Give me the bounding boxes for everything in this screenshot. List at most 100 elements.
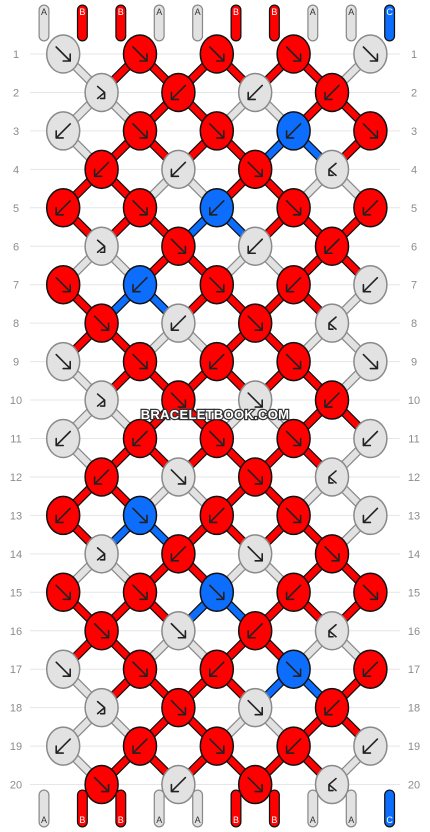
knot-direction-icon — [96, 547, 106, 561]
knot — [161, 764, 196, 805]
strand-label-top: B — [79, 7, 85, 17]
knot — [276, 726, 311, 766]
knot — [161, 226, 196, 266]
knot — [199, 111, 235, 151]
knot-direction-icon — [362, 276, 379, 293]
row-number-right: 10 — [408, 395, 420, 407]
knot-direction-icon — [247, 315, 263, 331]
knot-direction-icon — [324, 238, 340, 255]
row-number-right: 5 — [411, 203, 417, 215]
row-number-right: 17 — [408, 664, 420, 676]
knot — [122, 649, 158, 689]
knot-direction-icon — [55, 276, 71, 293]
knot-direction-icon — [209, 200, 225, 216]
row-number-left: 15 — [10, 587, 22, 599]
knot-direction-icon — [324, 392, 340, 408]
knot-direction-icon — [55, 584, 71, 601]
knot — [45, 726, 81, 766]
knot-ellipse — [314, 457, 350, 497]
knot-direction-icon — [132, 584, 148, 601]
row-number-left: 18 — [10, 703, 22, 715]
knot-direction-icon — [209, 507, 225, 524]
knot — [122, 264, 158, 305]
knot — [237, 687, 273, 728]
knot-direction-icon — [328, 470, 337, 484]
strand-label-bottom: A — [310, 815, 316, 825]
knot-direction-icon — [247, 161, 263, 178]
knot-direction-icon — [55, 200, 71, 216]
knot-direction-icon — [247, 392, 263, 408]
knot — [161, 303, 196, 343]
row-number-right: 4 — [411, 164, 417, 176]
knot-direction-icon — [170, 84, 187, 101]
row-number-right: 6 — [411, 241, 417, 253]
knot-direction-icon — [247, 699, 263, 716]
knot-ellipse — [314, 764, 350, 805]
knot — [314, 457, 350, 497]
knot — [122, 495, 158, 536]
knot-direction-icon — [132, 353, 148, 370]
knot-direction-icon — [362, 46, 379, 62]
knot-direction-icon — [285, 46, 302, 62]
knot — [314, 303, 350, 343]
knot-direction-icon — [209, 430, 225, 447]
knot-direction-icon — [209, 661, 225, 677]
knot — [237, 764, 273, 805]
knot — [237, 534, 273, 574]
knot — [84, 303, 119, 343]
strand-label-top: A — [348, 7, 354, 17]
knot-direction-icon — [170, 546, 187, 562]
knot-direction-icon — [324, 546, 340, 562]
knot — [199, 188, 235, 228]
knot — [45, 418, 81, 459]
knot — [45, 188, 81, 228]
knot-direction-icon — [96, 85, 106, 100]
row-number-left: 10 — [10, 395, 22, 407]
row-number-left: 19 — [10, 741, 22, 753]
row-number-left: 6 — [13, 241, 19, 253]
row-number-left: 17 — [10, 664, 22, 676]
watermark: BRACELETBOOK.COM — [141, 407, 290, 422]
strand-label-top: B — [271, 7, 277, 17]
knot — [84, 611, 119, 651]
knot-direction-icon — [93, 622, 110, 639]
knot — [199, 495, 235, 536]
knot — [237, 226, 273, 266]
knot-direction-icon — [362, 584, 379, 601]
strand-label-top: B — [118, 7, 124, 17]
knot — [353, 188, 388, 228]
knot — [199, 572, 235, 613]
row-number-left: 3 — [13, 126, 19, 138]
row-number-left: 20 — [10, 780, 22, 792]
strand-label-bottom: A — [41, 815, 47, 825]
row-number-left: 8 — [13, 318, 19, 330]
knot — [45, 111, 81, 151]
knot-direction-icon — [209, 123, 225, 139]
knot-ellipse — [84, 534, 119, 574]
row-number-left: 4 — [13, 164, 19, 176]
knot — [45, 341, 81, 382]
knot-direction-icon — [362, 123, 379, 139]
knot — [353, 495, 388, 536]
knot — [314, 534, 350, 574]
knot-direction-icon — [170, 776, 187, 793]
knot-direction-icon — [170, 161, 187, 178]
knot-ellipse — [314, 611, 350, 651]
knot-direction-icon — [362, 507, 379, 524]
row-number-right: 2 — [411, 87, 417, 99]
knot-direction-icon — [285, 507, 302, 524]
knot-direction-icon — [247, 84, 263, 101]
knot-direction-icon — [324, 699, 340, 716]
knot-direction-icon — [285, 353, 302, 370]
row-number-left: 7 — [13, 280, 19, 292]
knot — [237, 611, 273, 651]
knot-direction-icon — [285, 276, 302, 293]
knot-ellipse — [84, 226, 119, 266]
knot — [122, 572, 158, 613]
knot — [353, 111, 388, 151]
row-number-right: 16 — [408, 626, 420, 638]
